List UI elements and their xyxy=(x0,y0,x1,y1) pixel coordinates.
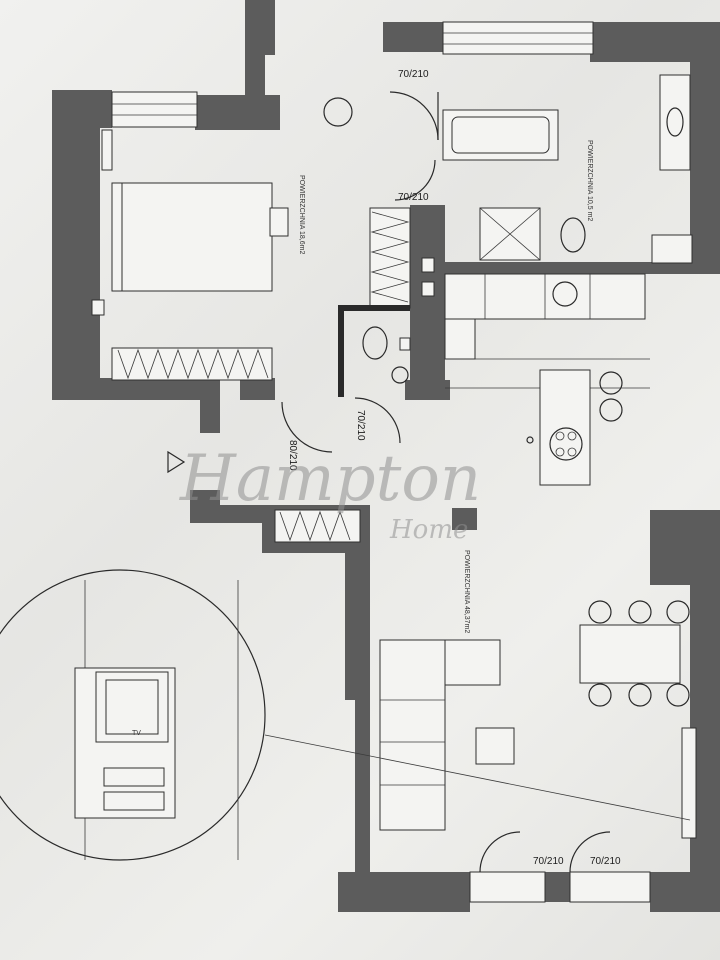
nightstand xyxy=(269,207,289,237)
tv-drawer xyxy=(103,767,165,787)
tv-label: TV xyxy=(132,730,141,737)
kitchen-fridge xyxy=(444,318,476,360)
wall-top-left-stub xyxy=(245,0,275,55)
door-labels: 70/210 70/210 80/210 70/210 70/210 70/21… xyxy=(287,69,621,867)
door-swing-bath xyxy=(394,159,436,201)
tv-screen-inner xyxy=(105,679,159,735)
windows xyxy=(111,21,651,903)
wall-top-left xyxy=(245,55,265,97)
door-label-bath: 70/210 xyxy=(398,192,429,203)
wall-bedroom-top-right xyxy=(195,95,280,130)
bar-stool xyxy=(599,371,623,395)
dining-chair xyxy=(666,600,690,624)
entrance-arrow-icon xyxy=(167,450,186,474)
hall-and-wc xyxy=(167,207,435,543)
door-label-bottom-b: 70/210 xyxy=(590,856,621,867)
dining-chair xyxy=(628,683,652,707)
window-living-a xyxy=(469,871,546,903)
wall-bath-kitchen xyxy=(410,262,720,274)
watermark-main: Hampton xyxy=(179,442,481,516)
bath-toilet xyxy=(560,217,586,253)
bed xyxy=(111,182,273,292)
wall-bedroom-bottom-stub xyxy=(200,378,220,433)
door-swing-bottom-a xyxy=(479,831,521,873)
door-label-hall-b: 70/210 xyxy=(355,410,366,441)
bathroom: POWIERZCHNIA 10,5 m2 xyxy=(442,74,693,264)
dining-chair xyxy=(588,683,612,707)
door-swing-bottom-b xyxy=(569,831,611,873)
door-swing-bedroom xyxy=(281,401,333,453)
wall-core-bottom xyxy=(405,380,450,400)
core-outlet-b xyxy=(421,281,435,297)
wardrobe-bedroom xyxy=(111,347,273,381)
detail-callout: TV xyxy=(0,569,691,861)
dining-chair xyxy=(666,683,690,707)
watermark-sub: Home xyxy=(389,515,468,545)
wc-toilet xyxy=(362,326,388,360)
dining-chair xyxy=(588,600,612,624)
window-bedroom xyxy=(111,91,198,128)
wall-bedroom-bottom xyxy=(52,378,207,400)
dining-chair xyxy=(628,600,652,624)
bath-washer xyxy=(651,234,693,264)
bedroom-outlet xyxy=(91,299,105,316)
wall-bath-right xyxy=(690,58,720,273)
door-label-hall-a: 80/210 xyxy=(287,440,298,471)
window-bath xyxy=(442,21,594,55)
kitchen xyxy=(444,273,650,486)
wall-core xyxy=(410,205,445,400)
wall-bottom-mid xyxy=(545,872,570,902)
bath-area-label: POWIERZCHNIA 10,5 m2 xyxy=(586,140,593,221)
wall-hall-bottom xyxy=(190,505,275,523)
coffee-table xyxy=(475,727,515,765)
bedroom: POWIERZCHNIA 18,6m2 xyxy=(91,97,353,381)
wc-wall-top xyxy=(338,305,410,311)
door-swing-top xyxy=(389,91,439,141)
tv-drawer xyxy=(103,791,165,811)
detail-leader-line xyxy=(264,734,691,821)
wall-bottom-right xyxy=(650,872,720,912)
sofa xyxy=(379,639,446,831)
wc-sink xyxy=(391,366,409,384)
pendant-lamp xyxy=(323,97,353,127)
living-room: POWIERZCHNIA 48,37m2 xyxy=(379,550,697,839)
wc-wall-left xyxy=(338,305,344,397)
door-swing-wc xyxy=(354,397,401,444)
wall-bottom-left xyxy=(338,872,470,912)
watermark: Hampton Home xyxy=(179,442,481,545)
bedroom-area-label: POWIERZCHNIA 18,6m2 xyxy=(298,175,305,254)
wall-living-right-top xyxy=(650,510,720,585)
wall-top-mid xyxy=(383,22,443,52)
wall-living-left-b xyxy=(355,700,370,875)
door-label-top: 70/210 xyxy=(398,69,429,80)
cooktop xyxy=(549,427,583,461)
wc-outlet xyxy=(399,337,411,351)
bedroom-shelf xyxy=(101,129,113,171)
wall-column xyxy=(452,508,477,530)
door-swings xyxy=(281,91,611,873)
kitchen-light xyxy=(526,436,534,444)
wall-living-left-a xyxy=(345,540,370,700)
dining-table xyxy=(579,624,681,684)
bath-sink xyxy=(666,107,684,137)
bar-stool xyxy=(599,398,623,422)
detail-circle xyxy=(0,569,266,861)
bathtub-inner xyxy=(451,116,550,154)
living-area-label: POWIERZCHNIA 48,37m2 xyxy=(463,550,470,633)
tv-cabinet xyxy=(681,727,697,839)
bed-headboard xyxy=(111,182,123,292)
wall-bedroom-left xyxy=(52,90,100,398)
window-living-b xyxy=(569,871,651,903)
wall-top-right xyxy=(590,22,720,62)
kitchen-sink xyxy=(552,281,578,307)
door-label-bottom-a: 70/210 xyxy=(533,856,564,867)
core-outlet-a xyxy=(421,257,435,273)
bath-vanity xyxy=(659,74,691,171)
wall-bedroom-bottom-right xyxy=(240,378,275,400)
